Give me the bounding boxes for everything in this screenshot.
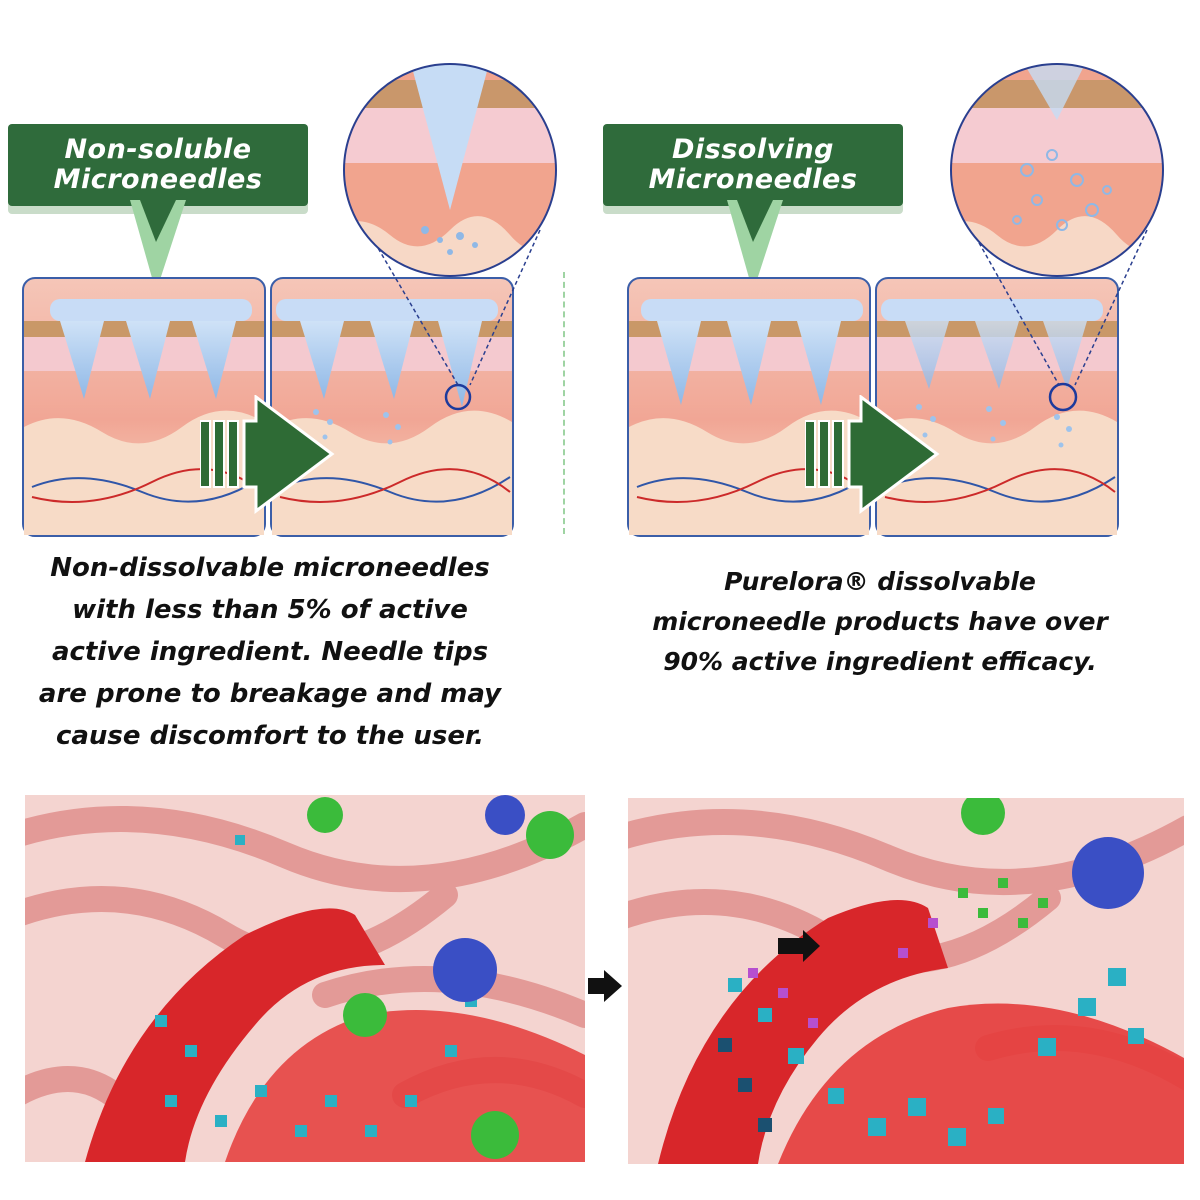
caption-line: Non-dissolvable microneedles	[50, 553, 490, 583]
vessel-illustration-left	[25, 795, 585, 1162]
caption-line: 90% active ingredient efficacy.	[663, 647, 1097, 676]
caption-dissolvable: Purelora® dissolvable microneedle produc…	[620, 562, 1140, 682]
label-dissolving: Dissolving Microneedles	[603, 124, 903, 206]
label-line-1: Non-soluble	[64, 134, 252, 165]
magnifier-right	[950, 63, 1164, 386]
arrow-right-icon	[805, 395, 940, 514]
caption-line: cause discomfort to the user.	[55, 721, 485, 751]
magnifier-left	[343, 63, 557, 386]
caption-line: microneedle products have over	[652, 607, 1108, 636]
caption-non-dissolvable: Non-dissolvable microneedles with less t…	[10, 547, 530, 757]
skin-diagram-right-1	[627, 277, 871, 537]
label-line-1: Dissolving	[671, 134, 835, 165]
label-line-2: Microneedles	[53, 164, 263, 195]
label-line-2: Microneedles	[648, 164, 858, 195]
skin-diagram-right-2	[875, 277, 1119, 537]
caption-line: with less than 5% of active	[72, 595, 468, 625]
vessel-illustration-right	[628, 798, 1184, 1164]
right-label-pointer	[727, 200, 783, 292]
caption-line: Purelora® dissolvable	[724, 567, 1036, 596]
arrow-right-icon	[200, 395, 335, 514]
left-label-pointer	[130, 200, 186, 292]
caption-line: active ingredient. Needle tips	[51, 637, 489, 667]
center-divider	[563, 272, 565, 534]
caption-line: are prone to breakage and may	[38, 679, 502, 709]
label-non-soluble: Non-soluble Microneedles	[8, 124, 308, 206]
skin-diagram-left-2	[270, 277, 514, 537]
arrow-right-icon	[588, 970, 622, 1002]
